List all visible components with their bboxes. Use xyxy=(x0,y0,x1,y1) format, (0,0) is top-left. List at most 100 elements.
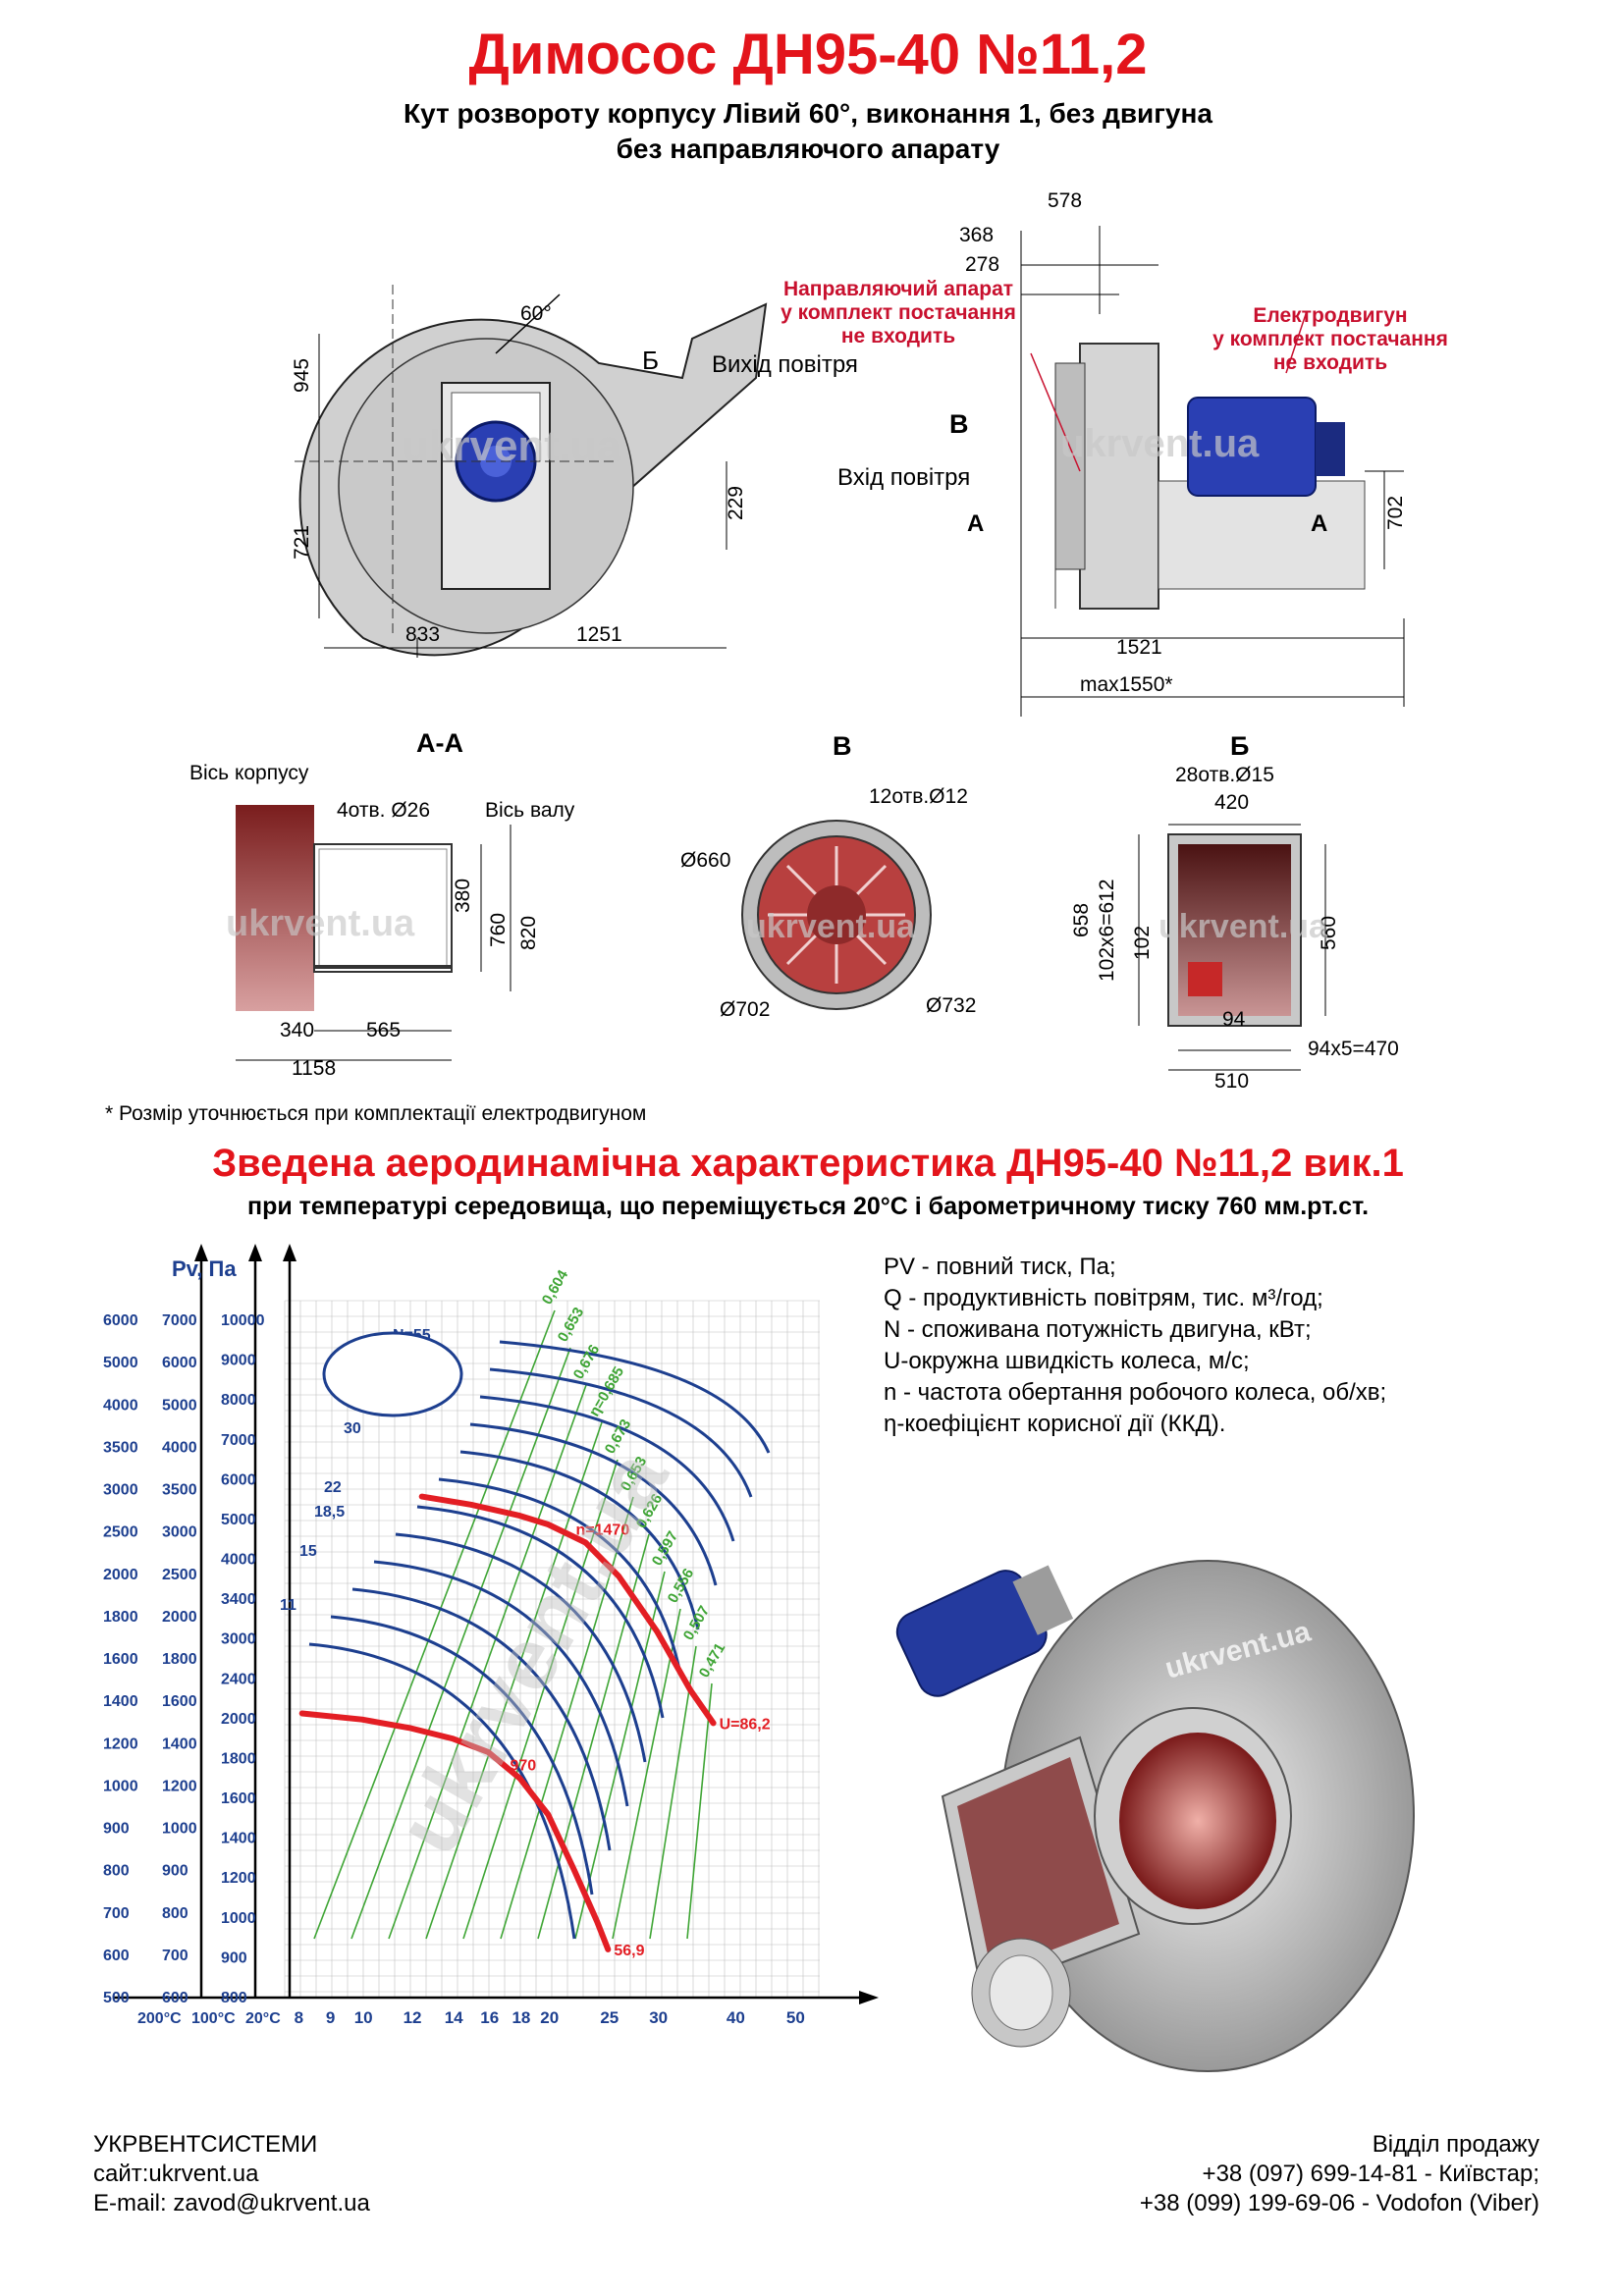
aero-title: Зведена аеродинамічна характеристика ДН9… xyxy=(212,1142,1404,1185)
x-temp-label: 100°С xyxy=(191,2010,236,2027)
dim-470: 94x5=470 xyxy=(1308,1038,1399,1060)
power-label: 15 xyxy=(299,1543,317,1560)
power-line xyxy=(499,1340,771,1454)
note-guide-line2: у комплект постачання xyxy=(781,301,1016,324)
y-axis-arrow xyxy=(194,1244,208,1261)
legend-item: n - частота обертання робочого колеса, о… xyxy=(884,1379,1387,1406)
dim-368: 368 xyxy=(959,224,995,246)
section-v-title: В xyxy=(833,731,852,761)
y-tick-label: 500 xyxy=(103,1990,130,2006)
legend-item: η-коефіцієнт корисної дії (ККД). xyxy=(884,1411,1226,1437)
label-holes-v: 12отв.Ø12 xyxy=(869,785,968,808)
footer-phone1[interactable]: +38 (097) 699-14-81 - Київстар; xyxy=(1202,2161,1539,2187)
power-line xyxy=(373,1560,629,1807)
y-tick-label: 6000 xyxy=(221,1471,256,1488)
power-line xyxy=(308,1642,576,1940)
subtitle-line2: без направляючого апарату xyxy=(616,133,1000,164)
y-tick-label: 2000 xyxy=(103,1567,138,1583)
mark-a-left: А xyxy=(967,510,985,537)
x-tick-label: 16 xyxy=(480,2008,499,2027)
side-view-drawing xyxy=(1020,226,1405,717)
label-d702: Ø702 xyxy=(720,998,771,1021)
label-holes-b: 28отв.Ø15 xyxy=(1175,764,1274,786)
page-title: Димосос ДН95-40 №11,2 xyxy=(468,23,1148,86)
dim-612: 102x6=612 xyxy=(1096,879,1118,982)
power-line xyxy=(438,1477,682,1675)
footer-site[interactable]: сайт:ukrvent.ua xyxy=(93,2161,259,2187)
section-v-drawing xyxy=(741,820,932,1010)
y-tick-label: 2000 xyxy=(221,1711,256,1728)
dim-760: 760 xyxy=(487,912,510,947)
watermark-b: ukrvent.ua xyxy=(1158,908,1327,945)
fan-curve xyxy=(418,1493,717,1727)
y-tick-label: 1200 xyxy=(221,1870,256,1887)
x-tick-label: 9 xyxy=(326,2008,335,2027)
inlet-label: Вхід повітря xyxy=(837,464,971,491)
dim-510: 510 xyxy=(1214,1070,1250,1093)
efficiency-lines xyxy=(313,1309,713,1940)
x-axis-title: Q, 10³·м³/год xyxy=(682,2046,826,2047)
efficiency-line xyxy=(612,1608,681,1940)
y-tick-label: 4000 xyxy=(221,1552,256,1569)
section-aa-title: А-А xyxy=(416,728,463,758)
curve-name-label: 970 xyxy=(510,1758,536,1775)
legend-item: N - споживана потужність двигуна, кВт; xyxy=(884,1316,1312,1343)
efficiency-label: 0,653 xyxy=(555,1305,587,1345)
y-tick-label: 3000 xyxy=(221,1631,256,1648)
power-label: 22 xyxy=(324,1479,342,1496)
footer-right: Відділ продажу +38 (097) 699-14-81 - Киї… xyxy=(1140,2130,1539,2218)
power-line xyxy=(351,1587,612,1851)
footer-email[interactable]: E-mail: zavod@ukrvent.ua xyxy=(93,2190,370,2216)
front-view-drawing xyxy=(295,285,768,657)
y-tick-label: 3500 xyxy=(103,1439,138,1456)
y-tick-label: 2500 xyxy=(162,1567,197,1583)
x-tick-label: 18 xyxy=(512,2008,530,2027)
efficiency-label: 0,604 xyxy=(539,1266,572,1308)
y-tick-label: 7000 xyxy=(221,1432,256,1449)
dim-420: 420 xyxy=(1214,791,1250,814)
efficiency-label: η=0,685 xyxy=(586,1363,627,1419)
dim-340: 340 xyxy=(280,1019,315,1041)
chart-axes xyxy=(113,1244,879,2004)
y-tick-label: 700 xyxy=(103,1905,130,1922)
y-tick-label: 5000 xyxy=(103,1355,138,1371)
dim-94: 94 xyxy=(1222,1008,1246,1031)
watermark-v: ukrvent.ua xyxy=(746,908,915,945)
y-tick-label: 3000 xyxy=(103,1482,138,1499)
y-tick-label: 3500 xyxy=(162,1482,197,1499)
fan-3d-render: ukrvent.ua xyxy=(895,1560,1415,2072)
legend-item: PV - повний тиск, Па; xyxy=(884,1254,1116,1280)
y-tick-label: 7000 xyxy=(162,1312,197,1329)
efficiency-line xyxy=(313,1309,556,1940)
power-label: 11 xyxy=(280,1597,296,1614)
x-tick-label: 20 xyxy=(540,2008,559,2027)
note-guide-line3: не входить xyxy=(840,325,956,347)
y-tick-label: 1800 xyxy=(103,1609,138,1626)
power-line xyxy=(459,1450,700,1630)
efficiency-line xyxy=(350,1347,571,1940)
dim-380: 380 xyxy=(452,878,474,913)
curve-name-label: n=1470 xyxy=(576,1522,630,1539)
footnote: * Розмір уточнюється при комплектації ел… xyxy=(105,1102,647,1125)
y-tick-label: 1600 xyxy=(103,1651,138,1668)
mark-a-right: А xyxy=(1311,510,1328,537)
y-tick-label: 6000 xyxy=(103,1312,138,1329)
y-tick-label: 1400 xyxy=(221,1831,256,1847)
section-b-drawing xyxy=(1138,824,1326,1071)
x-tick-label: 30 xyxy=(649,2008,668,2027)
label-holes-aa: 4отв. Ø26 xyxy=(337,799,431,822)
efficiency-line xyxy=(649,1645,697,1940)
y-tick-label: 1800 xyxy=(162,1651,197,1668)
label-d660: Ø660 xyxy=(680,849,731,872)
y-tick-label: 600 xyxy=(103,1948,130,1964)
y-tick-label: 2000 xyxy=(162,1609,197,1626)
y-tick-label: 1000 xyxy=(221,1910,256,1927)
y-tick-label: 6000 xyxy=(162,1355,197,1371)
y-tick-label: 4000 xyxy=(162,1439,197,1456)
y-tick-label: 800 xyxy=(103,1863,130,1880)
y-tick-label: 1000 xyxy=(162,1821,197,1838)
power-label: 18,5 xyxy=(314,1504,345,1521)
footer-phone2[interactable]: +38 (099) 199-69-06 - Vodofon (Viber) xyxy=(1139,2190,1539,2216)
x-tick-label: 10 xyxy=(354,2008,373,2027)
front-dimension-lines xyxy=(318,334,727,658)
